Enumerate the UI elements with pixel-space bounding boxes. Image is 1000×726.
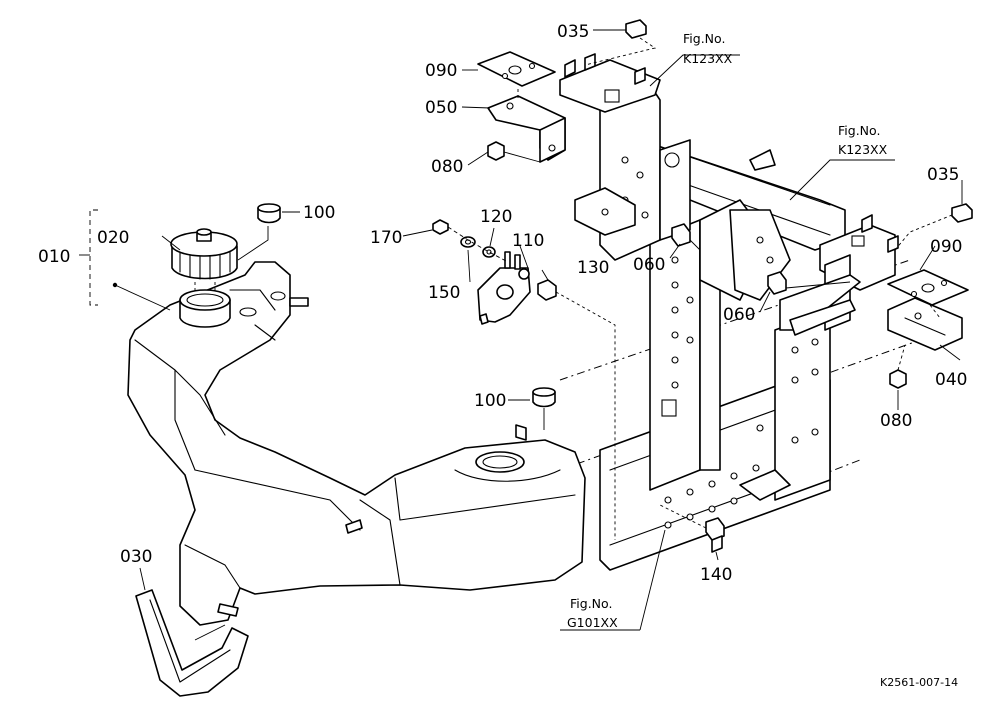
callout-110: 110 — [512, 231, 544, 251]
callout-020: 020 — [97, 228, 129, 248]
callout-035-right: 035 — [927, 165, 959, 185]
callout-090-left: 090 — [425, 61, 457, 81]
callout-170: 170 — [370, 228, 402, 248]
spacer-130 — [537, 279, 557, 301]
bolt-060-lower — [767, 271, 787, 295]
rubber-pad-090-right — [887, 269, 969, 306]
drawing-code: K2561-007-14 — [880, 676, 958, 689]
bracket-050 — [487, 95, 566, 163]
figure-references: Fig.No. K123XX Fig.No. K123XX Fig.No. G1… — [567, 31, 888, 630]
tank-band — [135, 589, 249, 697]
nut-080-lower — [889, 369, 907, 389]
rubber-pad-090-left — [477, 51, 556, 87]
lock-nut-170 — [432, 219, 449, 235]
callout-090-right: 090 — [930, 237, 962, 257]
fuel-cap — [170, 228, 238, 280]
fuel-tank — [127, 261, 586, 626]
callout-100-lower: 100 — [474, 391, 506, 411]
bolt-060-upper — [671, 223, 691, 247]
nut-080-upper — [487, 141, 505, 161]
callout-050: 050 — [425, 98, 457, 118]
callout-140: 140 — [700, 565, 732, 585]
callout-035-upper: 035 — [557, 22, 589, 42]
callout-040: 040 — [935, 370, 967, 390]
fig-ref-1-label: Fig.No. — [683, 31, 725, 46]
cushion-035-right — [951, 203, 973, 223]
washer-150 — [460, 236, 476, 248]
callout-130: 130 — [577, 258, 609, 278]
callout-060-lower: 060 — [723, 305, 755, 325]
rubber-cushion-lower — [532, 387, 556, 408]
cushion-035-upper — [625, 19, 647, 39]
callout-labels: 010 020 100 030 170 120 110 150 130 100 … — [38, 22, 967, 585]
callout-030: 030 — [120, 547, 152, 567]
fig-ref-1-code: K123XX — [683, 51, 733, 66]
bracket-040 — [887, 297, 963, 351]
callout-120: 120 — [480, 207, 512, 227]
fig-ref-3-label: Fig.No. — [570, 596, 612, 611]
washer-120 — [482, 246, 496, 258]
fig-ref-2-label: Fig.No. — [838, 123, 880, 138]
leader-lines — [79, 29, 963, 641]
rubber-cushion-upper — [257, 203, 281, 224]
callout-060-upper: 060 — [633, 255, 665, 275]
callout-080-lower: 080 — [880, 411, 912, 431]
fuel-sensor-plate — [477, 251, 531, 325]
fig-ref-2-code: K123XX — [838, 142, 888, 157]
fig-ref-3-code: G101XX — [567, 615, 618, 630]
callout-100-upper: 100 — [303, 203, 335, 223]
callout-150: 150 — [428, 283, 460, 303]
bolt-140 — [705, 517, 725, 553]
callout-080-upper: 080 — [431, 157, 463, 177]
callout-010: 010 — [38, 247, 70, 267]
